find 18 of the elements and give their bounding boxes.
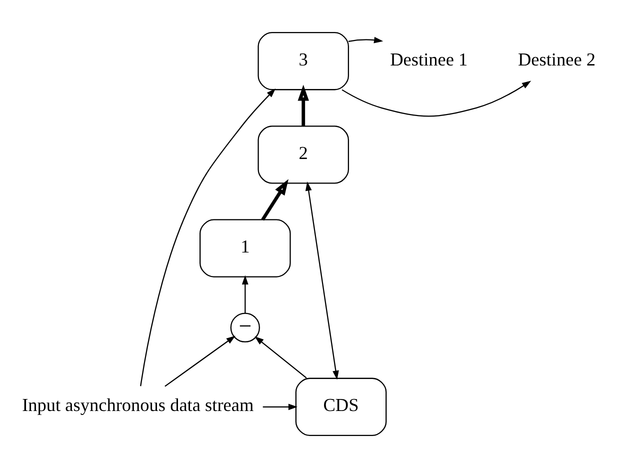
node-circle: −: [230, 312, 260, 342]
node-text: Destinee 2: [518, 49, 596, 70]
node-box: 3: [258, 32, 350, 90]
node-box: 2: [258, 126, 350, 184]
node-box: 1: [200, 219, 291, 278]
arrow: [342, 80, 532, 117]
arrow: [261, 179, 288, 221]
node-text: Destinee 1: [390, 49, 468, 70]
node-box: CDS: [295, 378, 387, 436]
arrow: [254, 336, 307, 378]
node-text: Input asynchronous data stream: [22, 395, 254, 416]
arrow: [298, 84, 309, 126]
arrow: [140, 88, 276, 386]
arrow: [348, 36, 384, 44]
arrow: [242, 275, 248, 314]
arrow: [262, 404, 298, 410]
arrow: [305, 182, 339, 380]
arrow: [164, 336, 236, 387]
